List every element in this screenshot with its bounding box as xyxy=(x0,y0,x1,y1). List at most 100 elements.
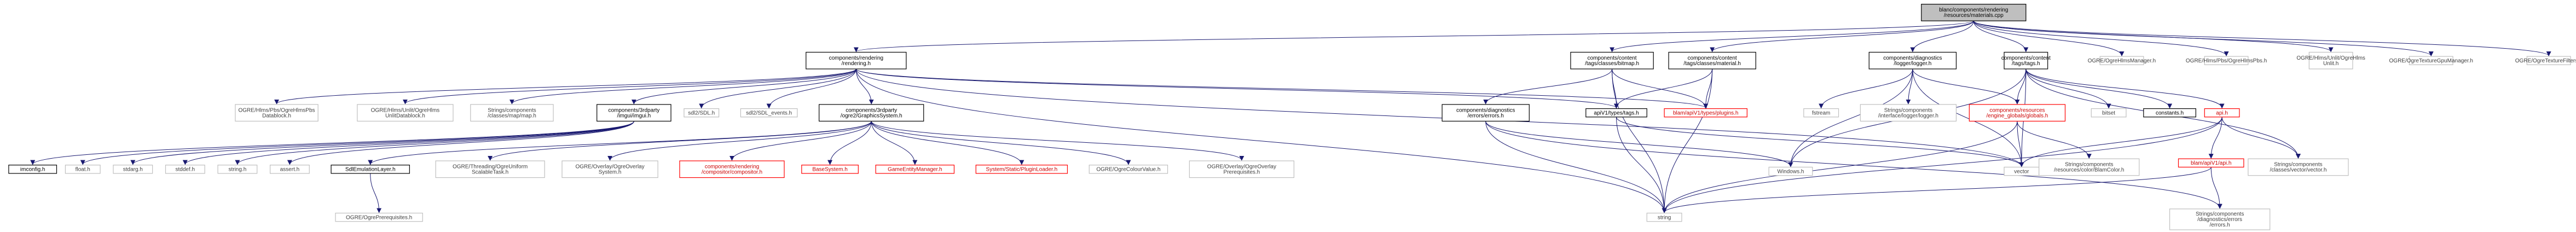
node-label: blam/apiV1/api.h xyxy=(2191,160,2232,166)
edge-imgui-to-float_h xyxy=(80,121,634,165)
node-label: components/diagnostics xyxy=(1883,55,1942,61)
node-label: api.h xyxy=(2216,110,2228,116)
node-graphics-system[interactable]: components/3rdparty/ogre2/GraphicsSystem… xyxy=(819,104,924,122)
node-strings-vector[interactable]: Strings/components/classes/vector/vector… xyxy=(2248,158,2349,176)
node-strings-errors[interactable]: Strings/components/diagnostics/errors/er… xyxy=(2169,208,2271,230)
node-label: components/content xyxy=(2001,55,2051,61)
node-label: /ogre2/GraphicsSystem.h xyxy=(841,113,902,119)
node-fstream[interactable]: fstream xyxy=(1803,108,1839,118)
node-windows-h[interactable]: Windows.h xyxy=(1768,166,1813,176)
edge-graphics_system-to-base_system xyxy=(827,121,872,165)
node-label: OGRE/OgrePrerequisites.h xyxy=(346,214,412,221)
node-sdl[interactable]: sdl2/SDL.h xyxy=(684,108,720,118)
edge-bitmap_h-to-errors_h xyxy=(1483,68,1613,105)
node-ogre-prereq[interactable]: OGRE/OgrePrerequisites.h xyxy=(335,212,423,222)
edge-logger_h-to-fstream xyxy=(1819,68,1913,109)
node-api-h[interactable]: api.h xyxy=(2204,108,2240,118)
edge-rendering_h-to-plugins xyxy=(855,68,1708,109)
node-assert-h[interactable]: assert.h xyxy=(269,165,310,174)
edge-rendering_h-to-apiv1_tags xyxy=(855,68,1619,109)
node-colour-value[interactable]: OGRE/OgreColourValue.h xyxy=(1089,165,1168,174)
edge-root-to-hlms_pbs xyxy=(1973,21,2229,56)
edge-globals-to-strings_color xyxy=(2017,121,2092,159)
node-imgui[interactable]: components/3rdparty/imgui/imgui.h xyxy=(597,104,672,122)
node-label: OGRE/Overlay/OgreOverlay xyxy=(575,164,644,170)
edge-rendering_h-to-graphics_system xyxy=(855,68,874,105)
node-label: OGRE/Hlms/Unlit/OgreHlms xyxy=(371,107,440,113)
node-tags-h[interactable]: components/content/tags/tags.h xyxy=(2001,51,2051,69)
node-label: /classes/vector/vector.h xyxy=(2270,167,2326,173)
node-label: Windows.h xyxy=(1778,169,1804,175)
node-label: /interface/logger/logger.h xyxy=(1878,113,1938,119)
node-label: OGRE/OgreHlmsManager.h xyxy=(2088,58,2156,64)
node-label: /engine_globals/globals.h xyxy=(1987,113,2048,119)
node-errors-h[interactable]: components/diagnostics/errors/errors.h xyxy=(1442,104,1530,122)
node-logger-h[interactable]: components/diagnostics/logger/logger.h xyxy=(1868,51,1957,69)
node-apiv1-tags[interactable]: apiV1/types/tags.h xyxy=(1585,108,1647,118)
node-string[interactable]: string xyxy=(1646,212,1682,222)
node-blam-api-h[interactable]: blam/apiV1/api.h xyxy=(2178,158,2244,168)
node-game-entity-mgr[interactable]: GameEntityManager.h xyxy=(875,165,955,174)
node-vector[interactable]: vector xyxy=(2004,166,2040,176)
node-strings-color[interactable]: Strings/components/resources/color/BlamC… xyxy=(2039,158,2140,176)
node-label: constants.h xyxy=(2156,110,2184,116)
node-float-h[interactable]: float.h xyxy=(65,165,101,174)
edge-rendering_h-to-sdl xyxy=(699,68,856,109)
edge-tags_h-to-api_h xyxy=(2025,68,2225,109)
node-texture-gpu-mgr[interactable]: OGRE/OgreTextureGpuManager.h xyxy=(2389,56,2473,65)
node-label: apiV1/types/tags.h xyxy=(1594,110,1639,116)
node-label: /rendering.h xyxy=(842,61,871,67)
node-label: Strings/components xyxy=(2196,211,2244,217)
edge-bitmap_h-to-plugins xyxy=(1612,68,1709,109)
node-hlms-pbs[interactable]: OGRE/Hlms/Pbs/OgreHlmsPbs.h xyxy=(2186,56,2267,65)
edge-rendering_h-to-unlit_datablock xyxy=(403,68,856,105)
node-label: bitset xyxy=(2102,110,2115,116)
node-compositor[interactable]: components/rendering/compositor/composit… xyxy=(679,160,785,178)
node-string-h[interactable]: string.h xyxy=(217,165,258,174)
node-rendering-h[interactable]: components/rendering/rendering.h xyxy=(806,51,907,69)
node-stddef[interactable]: stddef.h xyxy=(165,165,205,174)
node-sdl-events[interactable]: sdl2/SDL_events.h xyxy=(740,108,798,118)
edge-root-to-texture_gpu_mgr xyxy=(1973,20,2434,56)
edge-tags_h-to-globals xyxy=(2015,68,2027,105)
edge-api_h-to-string xyxy=(1662,117,2222,213)
node-label: components/resources xyxy=(1989,107,2045,113)
node-material-h[interactable]: components/content/tags/classes/material… xyxy=(1668,51,1756,69)
node-label: vector xyxy=(2014,169,2029,175)
node-imconfig[interactable]: imconfig.h xyxy=(8,165,57,174)
node-sdl-emu[interactable]: SdlEmulationLayer.h xyxy=(331,165,410,174)
node-globals[interactable]: components/resources/engine_globals/glob… xyxy=(1969,104,2066,122)
node-strings-map[interactable]: Strings/components/classes/map/map.h xyxy=(470,104,554,122)
node-texture-filters[interactable]: OGRE/OgreTextureFilters.h xyxy=(2515,56,2576,65)
edge-bitmap_h-to-string xyxy=(1612,68,1667,213)
node-label: OGRE/OgreColourValue.h xyxy=(1096,166,1160,172)
node-plugin-loader[interactable]: System/Static/PluginLoader.h xyxy=(975,165,1068,174)
node-label: OGRE/Hlms/Unlit/OgreHlms xyxy=(2296,55,2365,61)
node-label: Strings/components xyxy=(2274,162,2322,168)
node-label: float.h xyxy=(76,166,90,172)
node-plugins[interactable]: blam/apiV1/types/plugins.h xyxy=(1664,108,1747,118)
node-hlms-manager[interactable]: OGRE/OgreHlmsManager.h xyxy=(2088,56,2156,65)
node-base-system[interactable]: BaseSystem.h xyxy=(801,165,859,174)
node-label: /resources/color/BlamColor.h xyxy=(2054,167,2124,173)
edge-rendering_h-to-strings_map xyxy=(510,68,856,105)
node-bitmap-h[interactable]: components/content/tags/classes/bitmap.h xyxy=(1570,51,1654,69)
node-strings-logger[interactable]: Strings/components/interface/logger/logg… xyxy=(1860,104,1957,122)
edge-root-to-rendering_h xyxy=(854,20,1974,53)
node-label: string xyxy=(1658,214,1671,221)
edge-graphics_system-to-colour_value xyxy=(871,121,1131,165)
node-bitset[interactable]: bitset xyxy=(2091,108,2127,118)
node-label: /diagnostics/errors xyxy=(2197,217,2242,223)
node-label: OGRE/Threading/OgreUniform xyxy=(453,164,528,170)
node-label: /resources/materials.cpp xyxy=(1944,13,2004,19)
node-stdarg[interactable]: stdarg.h xyxy=(113,165,153,174)
node-label: OGRE/OgreTextureGpuManager.h xyxy=(2389,58,2473,64)
node-constants[interactable]: constants.h xyxy=(2143,108,2196,118)
